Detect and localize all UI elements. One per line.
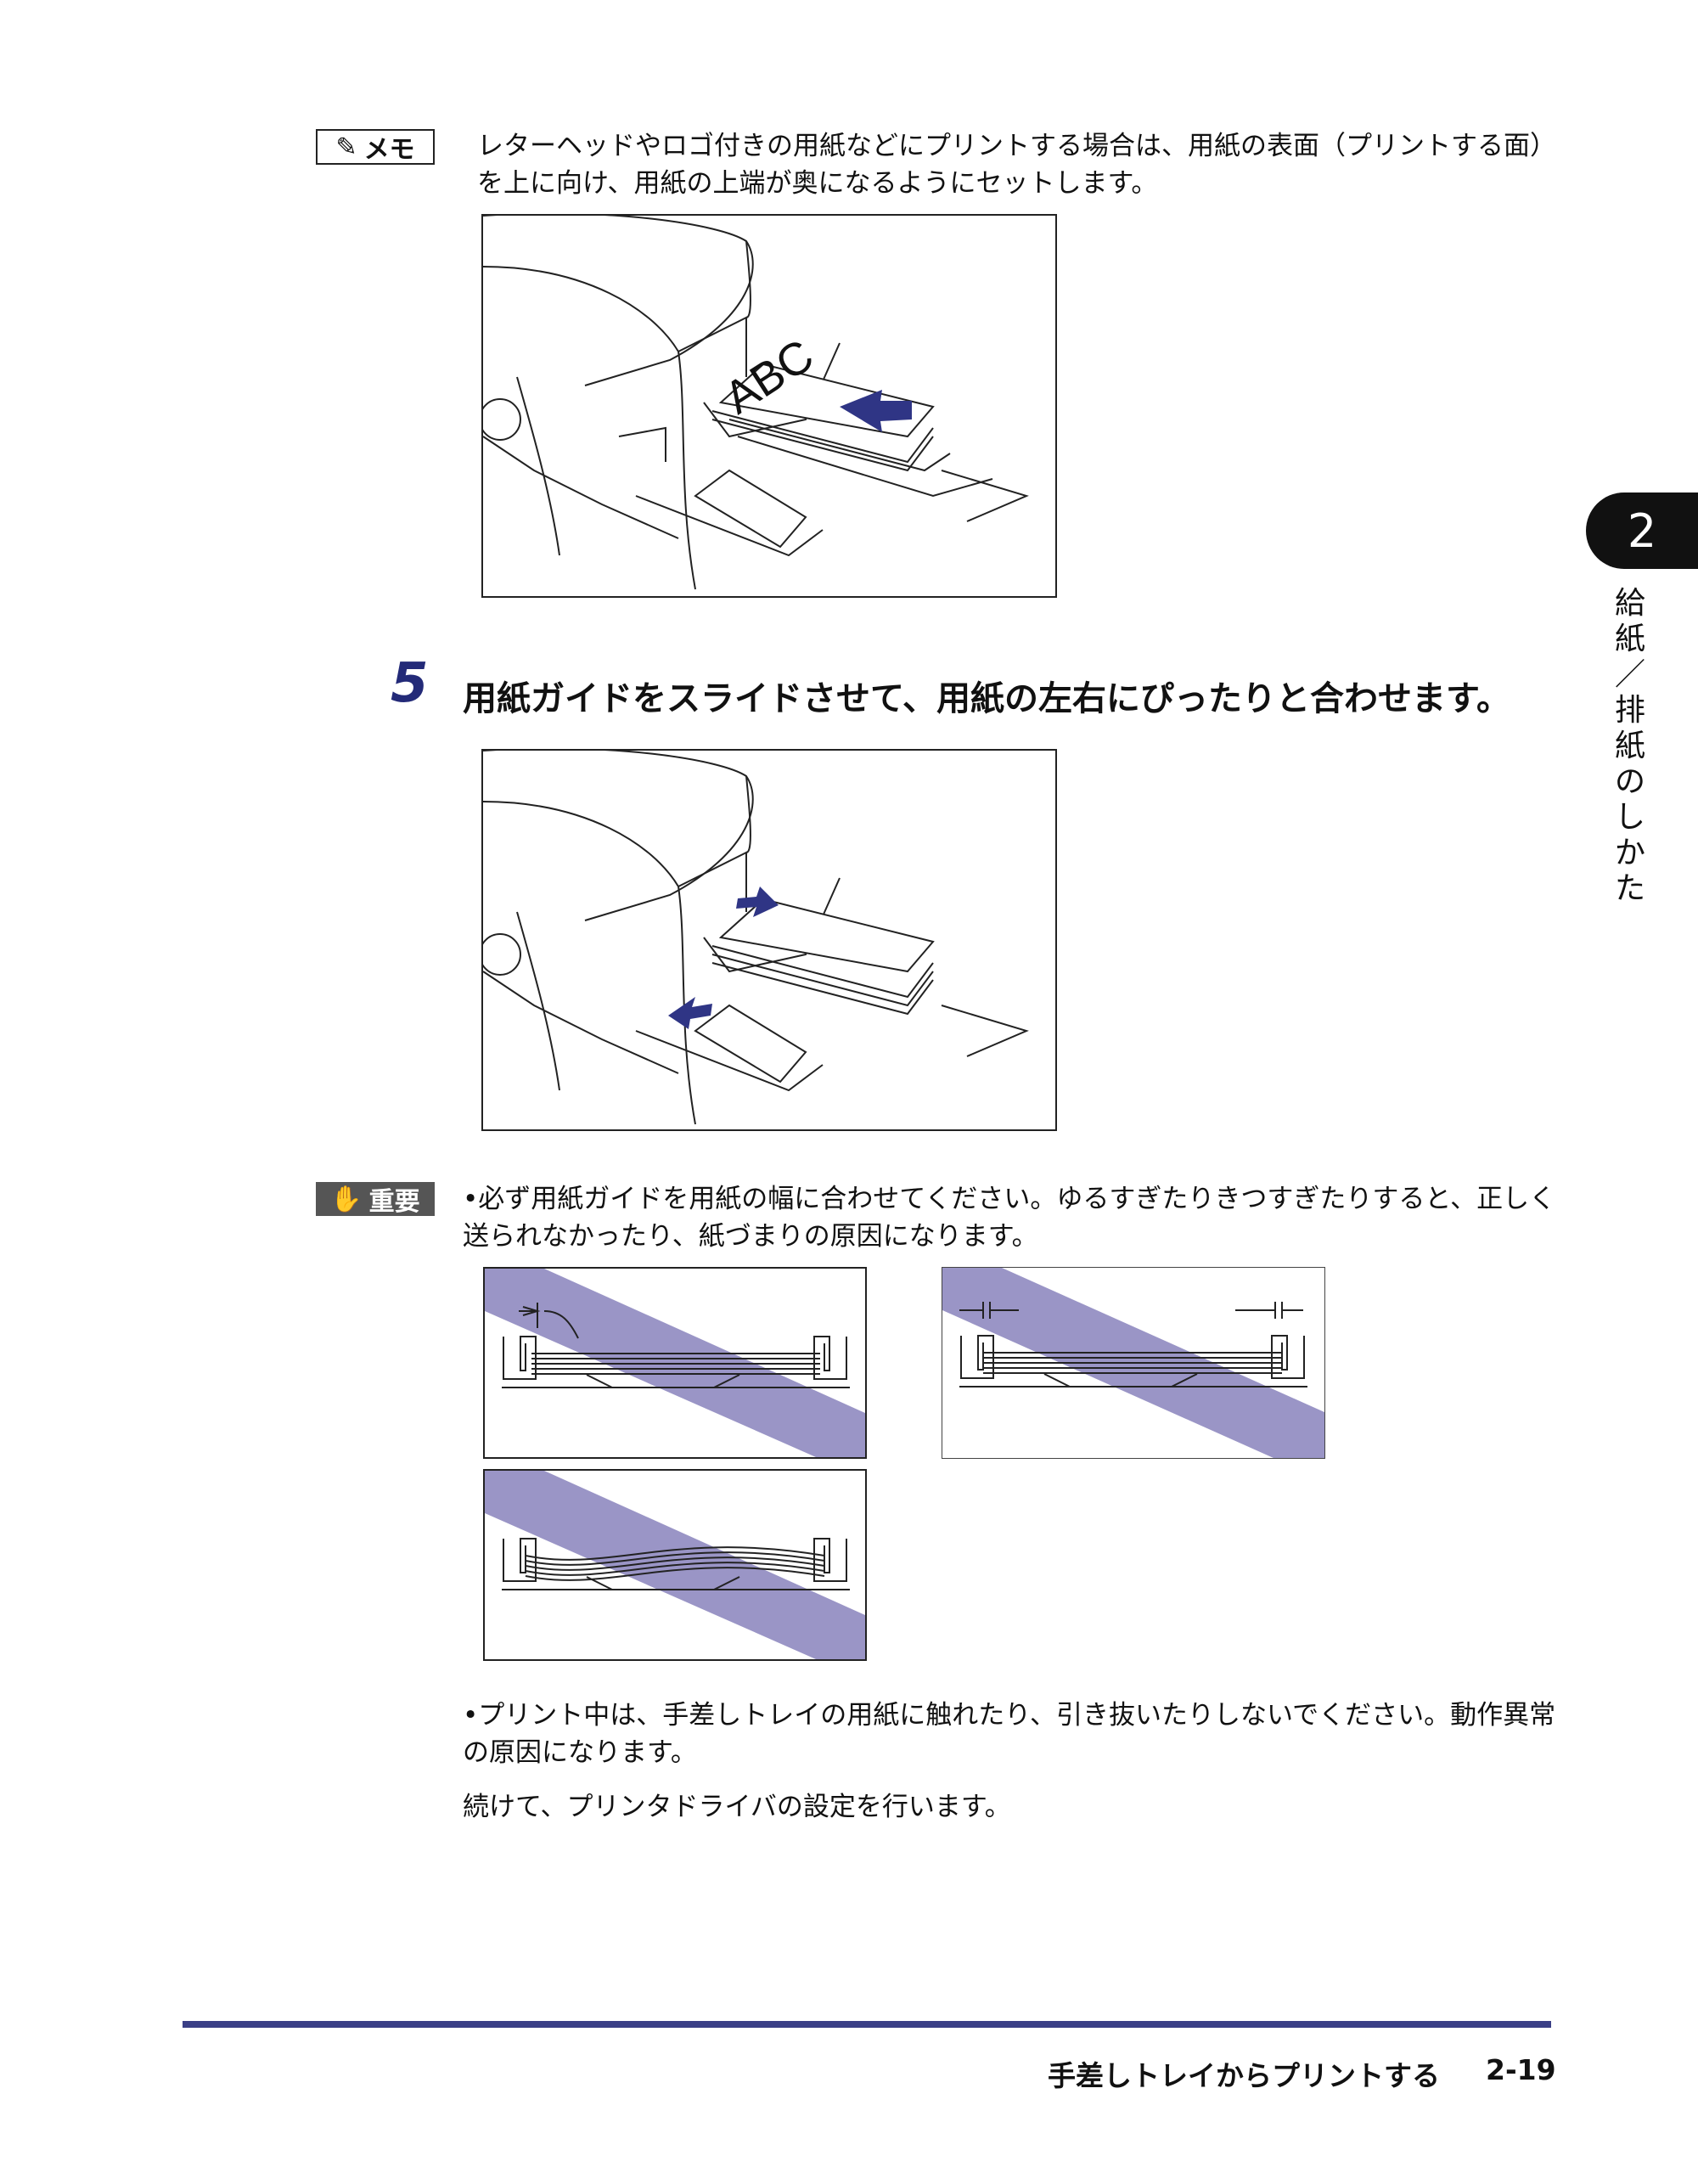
continue-text: 続けて、プリンタドライバの設定を行います。 xyxy=(463,1792,1011,1822)
guide-arrow-left-icon xyxy=(668,997,712,1029)
chapter-tab: 2 xyxy=(1586,493,1698,569)
footer-section-title: 手差しトレイからプリントする xyxy=(1048,2059,1440,2092)
page-number: 2-19 xyxy=(1486,2053,1556,2086)
memo-label: メモ xyxy=(363,135,415,165)
step-number: 5 xyxy=(391,652,429,715)
footer-rule xyxy=(183,2021,1551,2028)
guide-arrow-right-icon xyxy=(736,887,779,917)
memo-label-box: ✎ メモ xyxy=(316,129,435,165)
printer-figure-paper-guides xyxy=(481,749,1057,1131)
hand-stop-icon: ✋ xyxy=(330,1184,363,1214)
bullet-dot: • xyxy=(463,1184,479,1214)
guide-too-tight-diagram xyxy=(483,1469,867,1661)
bullet-dot: • xyxy=(463,1700,479,1731)
important-bullet-2: •プリント中は、手差しトレイの用紙に触れたり、引き抜いたりしないでください。動作… xyxy=(463,1697,1558,1771)
step-instruction: 用紙ガイドをスライドさせて、用紙の左右にぴったりと合わせます。 xyxy=(463,679,1510,718)
guide-too-loose-diagram xyxy=(483,1267,867,1459)
important-bullet-1: •必ず用紙ガイドを用紙の幅に合わせてください。ゆるすぎたりきつすぎたりすると、正… xyxy=(463,1180,1558,1255)
guide-correct-diagram xyxy=(942,1267,1325,1459)
memo-text: レターヘッドやロゴ付きの用紙などにプリントする場合は、用紙の表面（プリントする面… xyxy=(477,131,1543,199)
important-bullet-text: 必ず用紙ガイドを用紙の幅に合わせてください。ゆるすぎたりきつすぎたりすると、正し… xyxy=(463,1184,1556,1252)
printer-figure-paper-orientation: ABC xyxy=(481,214,1057,598)
important-label-box: ✋ 重要 xyxy=(316,1182,435,1217)
insert-arrow-icon xyxy=(840,390,912,432)
important-label: 重要 xyxy=(368,1187,420,1217)
important-bullet-text: プリント中は、手差しトレイの用紙に触れたり、引き抜いたりしないでください。動作異… xyxy=(463,1700,1556,1768)
pencil-icon: ✎ xyxy=(335,132,357,162)
chapter-number: 2 xyxy=(1627,504,1657,558)
chapter-title: 給紙／排紙のしかた xyxy=(1614,586,1645,906)
